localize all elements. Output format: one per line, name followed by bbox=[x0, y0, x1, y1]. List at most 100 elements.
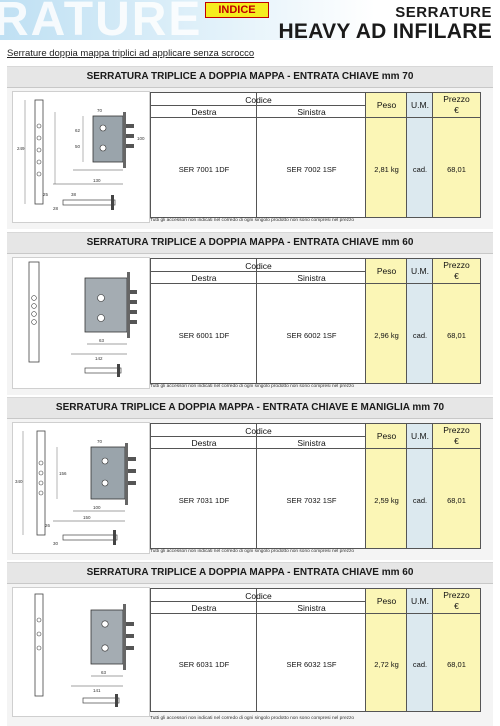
product-table: Codice Destra Sinistra Peso U.M. Prezzo … bbox=[150, 423, 481, 549]
dim-label: 63 bbox=[99, 338, 105, 343]
dim-label: 70 bbox=[97, 108, 103, 113]
currency-header: € bbox=[454, 436, 459, 446]
unit-column bbox=[407, 589, 433, 711]
currency-header: € bbox=[454, 601, 459, 611]
product-section-3: SERRATURA TRIPLICE A DOPPIA MAPPA - ENTR… bbox=[7, 397, 493, 560]
dim-label: 249 bbox=[17, 146, 25, 151]
page-subtitle: Serrature doppia mappa triplici ad appli… bbox=[7, 48, 255, 59]
unit-value: cad. bbox=[412, 165, 428, 174]
prezzo-header: Prezzo bbox=[443, 425, 470, 435]
peso-header: Peso bbox=[376, 596, 397, 606]
price-column bbox=[433, 424, 480, 548]
dim-label: 26 bbox=[45, 523, 51, 528]
code-right: SER 7031 1DF bbox=[178, 496, 230, 505]
weight-column bbox=[366, 589, 407, 711]
product-table: Codice Destra Sinistra Peso U.M. Prezzo … bbox=[150, 258, 481, 384]
price-value: 68,01 bbox=[447, 331, 466, 340]
accessories-note: Tutti gli accessori non indicati nel cor… bbox=[150, 549, 355, 554]
page-title: HEAVY AD INFILARE bbox=[278, 20, 492, 43]
code-left: SER 7002 1SF bbox=[286, 165, 337, 174]
price-value: 68,01 bbox=[447, 660, 466, 669]
destra-header: Destra bbox=[191, 603, 217, 613]
dim-label: 141 bbox=[93, 688, 101, 693]
dim-label: 63 bbox=[101, 670, 107, 675]
category-title: SERRATURE bbox=[395, 4, 492, 21]
codice-header: Codice bbox=[245, 95, 272, 105]
um-header: U.M. bbox=[411, 596, 429, 606]
price-column bbox=[433, 259, 480, 383]
destra-header: Destra bbox=[191, 273, 217, 283]
destra-header: Destra bbox=[191, 438, 217, 448]
unit-column bbox=[407, 424, 433, 548]
code-right: SER 6001 1DF bbox=[178, 331, 230, 340]
sinistra-header: Sinistra bbox=[297, 107, 326, 117]
lock-drawing: 249 70 62 50 100 130 25 28 38 bbox=[12, 91, 150, 223]
price-column bbox=[433, 93, 480, 217]
code-left: SER 6032 1SF bbox=[286, 660, 337, 669]
weight-column bbox=[366, 93, 407, 217]
codice-header: Codice bbox=[245, 426, 272, 436]
peso-header: Peso bbox=[376, 266, 397, 276]
dim-label: 25 bbox=[43, 192, 49, 197]
unit-value: cad. bbox=[412, 496, 428, 505]
index-button[interactable]: INDICE bbox=[205, 2, 269, 18]
section-title: SERRATURA TRIPLICE A DOPPIA MAPPA - ENTR… bbox=[7, 67, 493, 88]
weight-value: 2,81 kg bbox=[374, 165, 399, 174]
dim-label: 100 bbox=[93, 505, 101, 510]
dim-label: 70 bbox=[97, 439, 103, 444]
sinistra-header: Sinistra bbox=[297, 438, 326, 448]
section-title: SERRATURA TRIPLICE A DOPPIA MAPPA - ENTR… bbox=[7, 398, 493, 419]
weight-column bbox=[366, 259, 407, 383]
dim-label: 50 bbox=[75, 144, 81, 149]
dim-label: 30 bbox=[53, 541, 59, 546]
code-right-column bbox=[151, 589, 257, 711]
code-left-column bbox=[257, 589, 366, 711]
dim-label: 156 bbox=[59, 471, 67, 476]
dim-label: 130 bbox=[93, 178, 101, 183]
unit-column bbox=[407, 259, 433, 383]
accessories-note: Tutti gli accessori non indicati nel cor… bbox=[150, 716, 355, 721]
sinistra-header: Sinistra bbox=[297, 603, 326, 613]
prezzo-header: Prezzo bbox=[443, 94, 470, 104]
um-header: U.M. bbox=[411, 100, 429, 110]
section-title: SERRATURA TRIPLICE A DOPPIA MAPPA - ENTR… bbox=[7, 563, 493, 584]
code-left: SER 6002 1SF bbox=[286, 331, 337, 340]
code-right-column bbox=[151, 424, 257, 548]
peso-header: Peso bbox=[376, 431, 397, 441]
unit-value: cad. bbox=[412, 331, 428, 340]
weight-column bbox=[366, 424, 407, 548]
accessories-note: Tutti gli accessori non indicati nel cor… bbox=[150, 384, 355, 389]
dim-label: 38 bbox=[71, 192, 77, 197]
codice-header: Codice bbox=[245, 591, 272, 601]
weight-value: 2,72 kg bbox=[374, 660, 399, 669]
lock-drawing: 340 156 70 100 150 26 30 bbox=[12, 422, 150, 554]
code-right-column bbox=[151, 259, 257, 383]
product-section-2: SERRATURA TRIPLICE A DOPPIA MAPPA - ENTR… bbox=[7, 232, 493, 395]
um-header: U.M. bbox=[411, 266, 429, 276]
product-section-1: SERRATURA TRIPLICE A DOPPIA MAPPA - ENTR… bbox=[7, 66, 493, 229]
section-title: SERRATURA TRIPLICE A DOPPIA MAPPA - ENTR… bbox=[7, 233, 493, 254]
lock-drawing: 63 141 bbox=[12, 587, 150, 717]
prezzo-header: Prezzo bbox=[443, 260, 470, 270]
peso-header: Peso bbox=[376, 100, 397, 110]
product-table: Codice Destra Sinistra Peso U.M. Prezzo … bbox=[150, 92, 481, 218]
dim-label: 62 bbox=[75, 128, 81, 133]
unit-column bbox=[407, 93, 433, 217]
dim-label: 142 bbox=[95, 356, 103, 361]
code-right-column bbox=[151, 93, 257, 217]
dim-label: 150 bbox=[83, 515, 91, 520]
codice-header: Codice bbox=[245, 261, 272, 271]
accessories-note: Tutti gli accessori non indicati nel cor… bbox=[150, 218, 355, 223]
currency-header: € bbox=[454, 271, 459, 281]
dim-label: 100 bbox=[137, 136, 145, 141]
prezzo-header: Prezzo bbox=[443, 590, 470, 600]
weight-value: 2,59 kg bbox=[374, 496, 399, 505]
price-column bbox=[433, 589, 480, 711]
unit-value: cad. bbox=[412, 660, 428, 669]
product-section-4: SERRATURA TRIPLICE A DOPPIA MAPPA - ENTR… bbox=[7, 562, 493, 726]
sinistra-header: Sinistra bbox=[297, 273, 326, 283]
header-watermark: RATURE bbox=[0, 0, 203, 46]
dim-label: 28 bbox=[53, 206, 59, 211]
code-right: SER 7001 1DF bbox=[178, 165, 230, 174]
code-left-column bbox=[257, 93, 366, 217]
